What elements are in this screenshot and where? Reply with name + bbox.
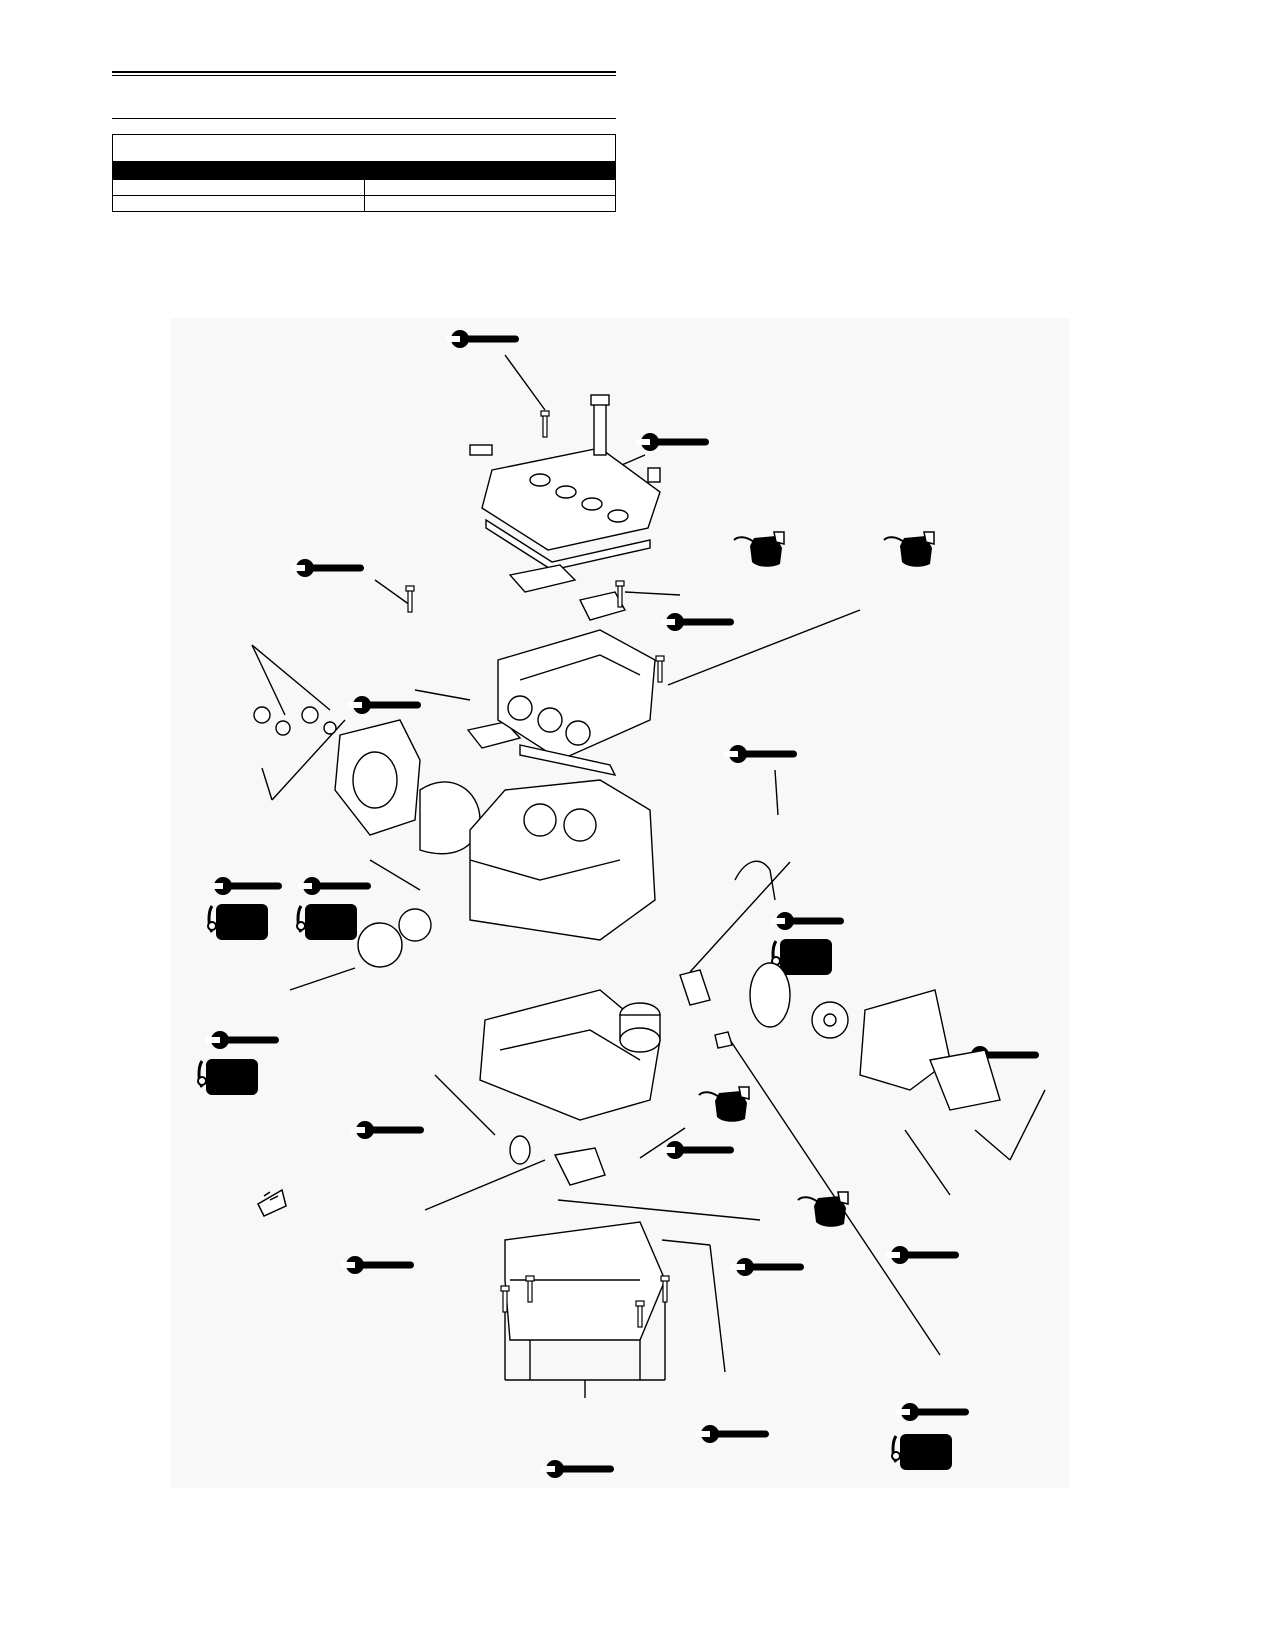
thread-lock-bottle-icon <box>206 902 270 942</box>
spec-table-title <box>112 134 616 162</box>
cylinder-head-cover <box>469 444 661 571</box>
title-rule-lower <box>112 75 616 76</box>
thread-lock-bottle-icon <box>196 1057 260 1097</box>
spark-plug-coil <box>590 394 661 483</box>
oil-pan <box>504 1221 666 1341</box>
magneto-cover <box>253 706 481 855</box>
thread-lock-bottle-icon <box>295 902 359 942</box>
oil-filter <box>619 1002 661 1053</box>
spec-table-title-row <box>112 134 616 162</box>
subtitle-rule <box>112 118 616 119</box>
spec-table-row <box>112 195 616 212</box>
spec-table <box>112 134 616 212</box>
clutch-cover <box>749 962 1001 1111</box>
oil-pressure-sensor <box>679 969 733 1049</box>
thread-lock-bottle-icon <box>890 1432 954 1472</box>
water-pump-cover <box>357 908 432 968</box>
crankcase-lower <box>479 989 661 1121</box>
cylinder-head <box>497 629 656 776</box>
camshaft-caps <box>466 564 627 749</box>
sealant-tube-icon <box>257 1188 287 1217</box>
oil-pump <box>509 1135 606 1186</box>
spec-table-header-cell <box>112 161 365 180</box>
spec-table-cell <box>363 195 616 212</box>
leader-lines <box>251 354 1046 1398</box>
spec-table-row <box>112 179 616 196</box>
title-rule-upper <box>112 71 616 73</box>
cylinder-block <box>469 779 656 941</box>
breather-hose <box>734 860 776 901</box>
